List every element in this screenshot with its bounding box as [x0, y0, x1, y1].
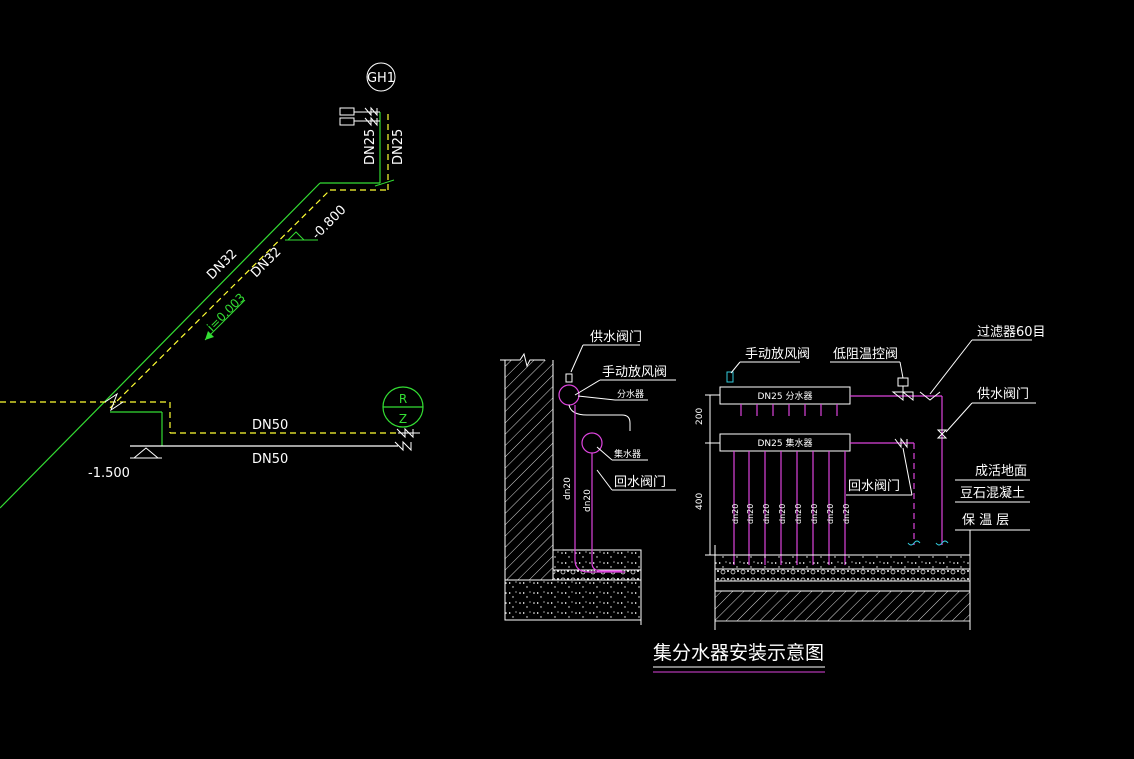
front-concrete-layer — [714, 554, 971, 570]
label-filter: 过滤器60目 — [977, 325, 1046, 340]
branch-dn-4: dn20 — [778, 504, 787, 524]
return-pipe-section — [591, 453, 622, 572]
slope-label: i=0.003 — [204, 290, 248, 334]
pipe-system-isometric: GH1 DN25 DN25 DN32 DN32 -0.800 i=0.003 -… — [0, 62, 424, 509]
pipe-dn-label-right: dn20 — [583, 489, 593, 512]
return-pipe-diagonal — [109, 189, 331, 409]
riser-size-label-2: DN25 — [391, 129, 406, 165]
branch-dn-5: dn20 — [794, 504, 803, 524]
valve-icon-lower — [394, 440, 412, 452]
filter-icon — [919, 391, 941, 401]
label-supply-valve-left: 供水阀门 — [590, 330, 642, 345]
drawing-title: 集分水器安装示意图 — [653, 642, 824, 664]
pipe-support-icon — [132, 447, 160, 459]
branch-dn-6: dn20 — [810, 504, 819, 524]
slope-arrow-line — [204, 299, 246, 341]
return-valve-icon — [894, 437, 908, 449]
branch-dn-8: dn20 — [842, 504, 851, 524]
horizontal-size-label-1: DN50 — [252, 418, 288, 433]
collector-box-label: DN25 集水器 — [758, 437, 813, 449]
pipe-break-symbol — [104, 392, 124, 412]
supply-pipe-diagonal — [0, 182, 321, 509]
supply-pipe-section — [574, 405, 625, 573]
front-gravel-layer — [714, 568, 971, 582]
collector-circle — [581, 432, 603, 454]
label-collector-left: 集水器 — [614, 448, 641, 460]
vent-valve-icon — [565, 373, 573, 383]
riser-break-mark — [374, 179, 395, 187]
label-manual-vent-left: 手动放风阀 — [602, 365, 667, 380]
valve-icon-upper — [396, 427, 414, 439]
distributor-circle — [558, 384, 580, 406]
dimension-upper: 200 — [695, 408, 705, 425]
section-view-left: dn20 dn20 供水阀门 手动放风阀 分水器 集水器 回水阀门 — [500, 330, 676, 625]
elevation-lower-label: -1.500 — [88, 466, 130, 481]
front-view: 200 400 DN25 分水器 DN25 集水器 — [695, 325, 1046, 630]
elevation-marker-upper — [286, 231, 306, 241]
label-distributor-left: 分水器 — [617, 388, 644, 400]
branch-dn-2: dn20 — [746, 504, 755, 524]
rz-tag-bottom: Z — [399, 412, 407, 426]
pipe-dn-label-left: dn20 — [563, 477, 573, 500]
label-manual-vent-top: 手动放风阀 — [745, 347, 810, 362]
riser-valve-icons — [339, 106, 380, 127]
branch-dn-3: dn20 — [762, 504, 771, 524]
branch-pipes — [733, 451, 846, 565]
horizontal-size-label-2: DN50 — [252, 452, 288, 467]
branch-dn-1: dn20 — [731, 504, 740, 524]
slope-arrow-icon — [205, 331, 214, 340]
branch-dn-7: dn20 — [826, 504, 835, 524]
riser-tag-circle — [366, 62, 396, 92]
label-insulation-layer: 保 温 层 — [962, 513, 1009, 528]
wall-break-mark — [500, 352, 545, 368]
elevation-upper-label: -0.800 — [309, 203, 349, 243]
distributor-box-label: DN25 分水器 — [758, 390, 813, 402]
riser-tag: GH1 — [367, 71, 395, 86]
slab-layer — [504, 579, 642, 621]
supply-valve-icon — [936, 429, 948, 439]
dimension-lower: 400 — [695, 493, 705, 510]
label-low-resistance-valve: 低阻温控阀 — [833, 347, 898, 362]
rz-tag-top: R — [399, 392, 407, 406]
label-supply-valve-right: 供水阀门 — [977, 387, 1029, 402]
wall-hatch — [505, 360, 553, 580]
concrete-layer — [552, 549, 642, 571]
vent-valve-top-icon — [726, 371, 734, 383]
label-return-valve-left: 回水阀门 — [614, 475, 666, 490]
diag-size-label-1: DN32 — [204, 247, 240, 283]
label-return-valve-right: 回水阀门 — [848, 479, 900, 494]
riser-size-label-1: DN25 — [363, 129, 378, 165]
low-resistance-valve-icon — [891, 390, 914, 402]
front-slab-layer — [714, 590, 971, 622]
label-pea-gravel-concrete: 豆石混凝土 — [960, 485, 1025, 501]
label-finished-floor: 成活地面 — [975, 464, 1027, 479]
